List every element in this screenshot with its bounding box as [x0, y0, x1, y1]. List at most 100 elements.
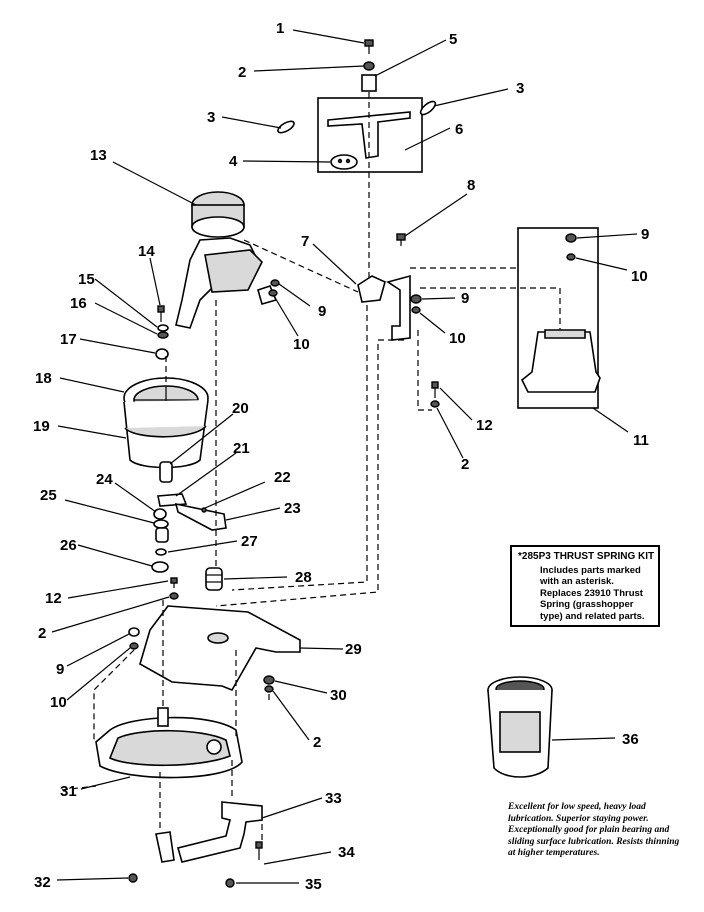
part-bushing-24 [153, 508, 167, 520]
callout-21: 21 [233, 440, 250, 457]
callout-10-housing: 10 [293, 336, 310, 353]
callout-13: 13 [90, 147, 107, 164]
part-screw-12-left [170, 577, 178, 588]
callout-3-left: 3 [207, 109, 215, 126]
callout-10-mid: 10 [449, 330, 466, 347]
kit-note-body: Includes parts marked with an asterisk. … [540, 564, 645, 622]
callout-15: 15 [78, 271, 95, 288]
callout-2-right: 2 [461, 456, 469, 473]
part-pin-22 [201, 507, 207, 513]
callout-30: 30 [330, 687, 347, 704]
thrust-spring-kit-note: *285P3 THRUST SPRING KIT Includes parts … [510, 545, 660, 627]
callout-2-lower: 2 [313, 734, 321, 751]
callout-31: 31 [60, 783, 77, 800]
callout-14: 14 [138, 243, 155, 260]
part-screw-1 [364, 39, 374, 54]
part-screw-35 [225, 878, 235, 888]
part-group-frame-right [517, 227, 599, 409]
part-screw-32 [128, 873, 138, 883]
callout-22: 22 [274, 469, 291, 486]
callout-11: 11 [633, 432, 649, 449]
part-screw-14 [157, 305, 165, 322]
part-bushing-17 [155, 348, 169, 360]
callout-32: 32 [34, 874, 51, 891]
callout-25: 25 [40, 487, 57, 504]
part-washer-27 [155, 548, 167, 556]
part-belt-19 [123, 399, 209, 469]
callout-16: 16 [70, 295, 87, 312]
callout-3-right: 3 [516, 80, 524, 97]
lubricant-description: Excellent for low speed, heavy load lubr… [508, 802, 680, 858]
part-pulley-housing-13 [175, 191, 263, 329]
callout-34: 34 [338, 844, 355, 861]
callout-4: 4 [229, 153, 238, 170]
callout-1: 1 [276, 20, 284, 37]
callout-9-left: 9 [56, 661, 64, 678]
callout-5: 5 [449, 31, 457, 48]
part-lever-arm-23 [174, 502, 227, 531]
part-pin-3-right [419, 100, 437, 116]
part-pin-3-left [277, 120, 295, 134]
part-base-plate-29 [139, 605, 301, 692]
part-washer-15 [157, 324, 169, 332]
part-cover-11 [520, 329, 601, 393]
part-bracket-33 [155, 801, 263, 863]
callout-26: 26 [60, 537, 77, 554]
part-group-frame-top [317, 97, 423, 173]
leader-lines [51, 29, 638, 884]
callout-24: 24 [96, 471, 113, 488]
callout-9-mid: 9 [461, 290, 469, 307]
part-washer-2-top [363, 61, 375, 71]
part-gear-case-31 [95, 707, 243, 779]
callout-10-right: 10 [631, 268, 648, 285]
part-washer-2-right [430, 400, 440, 408]
part-spring-20 [159, 461, 173, 483]
part-clip-5 [361, 74, 377, 92]
assembly-lines [61, 92, 561, 840]
callout-27: 27 [241, 533, 258, 550]
callout-9-right: 9 [641, 226, 649, 243]
callout-20: 20 [232, 400, 249, 417]
callout-33: 33 [325, 790, 342, 807]
part-disc-4 [330, 154, 358, 170]
part-nut-30 [263, 675, 275, 685]
callout-10-left: 10 [50, 694, 67, 711]
callout-17: 17 [60, 331, 77, 348]
part-screw-12-right [431, 381, 439, 398]
part-spring-28-small [155, 527, 169, 543]
callout-19: 19 [33, 418, 50, 435]
part-washer-2-left [169, 592, 179, 600]
part-spring-28 [205, 567, 223, 591]
callout-23: 23 [284, 500, 301, 517]
callout-18: 18 [35, 370, 52, 387]
part-screw-34 [255, 841, 263, 860]
callout-29: 29 [345, 641, 362, 658]
callout-35: 35 [305, 876, 322, 893]
callout-8: 8 [467, 177, 475, 194]
part-nut-10-mid [411, 306, 421, 314]
part-washer-25 [153, 519, 169, 529]
callout-2-top: 2 [238, 64, 246, 81]
callout-7: 7 [301, 233, 309, 250]
part-washer-9-housing [270, 279, 280, 287]
part-washer-2-lower [264, 685, 274, 693]
callout-28: 28 [295, 569, 312, 586]
callout-12-right: 12 [476, 417, 493, 434]
part-washer-9-right [565, 233, 577, 243]
part-bracket-7 [357, 274, 411, 341]
grease-can-36 [487, 676, 553, 778]
callout-36: 36 [622, 731, 639, 748]
part-nut-10-housing [257, 285, 278, 305]
part-nut-10-left [129, 642, 139, 650]
part-washer-9-mid [410, 294, 422, 304]
part-washer-9-left [128, 627, 140, 637]
callout-labels: 1 5 2 3 3 6 13 4 8 9 7 14 10 15 9 16 9 1… [33, 20, 649, 893]
callout-9-housing: 9 [318, 303, 326, 320]
part-lever-21 [157, 493, 188, 507]
part-washer-26 [151, 561, 169, 573]
kit-note-title: *285P3 THRUST SPRING KIT [518, 551, 655, 562]
part-nut-10-right [566, 253, 576, 261]
callout-2-left: 2 [38, 625, 46, 642]
part-screw-8 [396, 233, 406, 246]
